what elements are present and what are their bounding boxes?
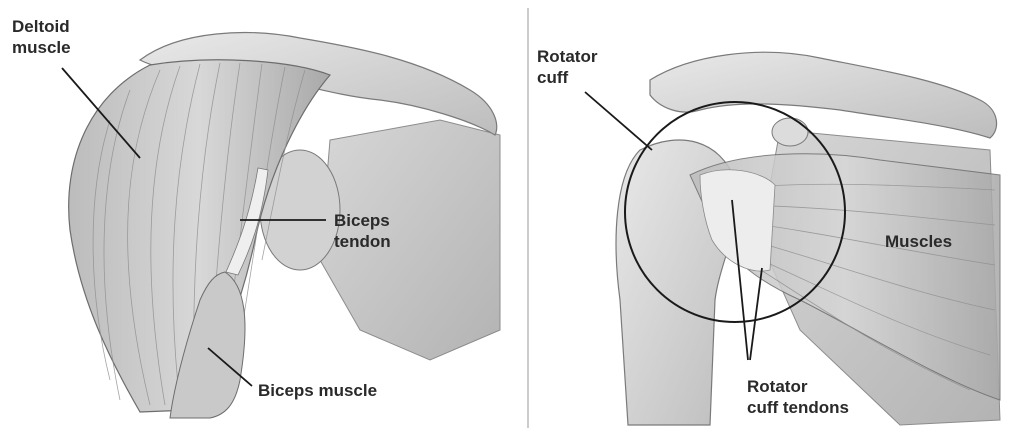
right-coracoid	[772, 118, 808, 146]
label-biceps-tendon: Biceps tendon	[334, 210, 391, 252]
leader-rotator-cuff	[585, 92, 652, 150]
right-clavicle-bone	[650, 52, 997, 138]
label-deltoid-muscle: Deltoid muscle	[12, 16, 71, 58]
label-rotator-cuff-tendons: Rotator cuff tendons	[747, 376, 849, 418]
label-biceps-muscle: Biceps muscle	[258, 380, 377, 401]
label-rotator-cuff: Rotator cuff	[537, 46, 597, 88]
label-muscles: Muscles	[885, 231, 952, 252]
left-panel-illustration	[69, 33, 500, 418]
leader-cuff-tendon-2	[750, 268, 762, 360]
